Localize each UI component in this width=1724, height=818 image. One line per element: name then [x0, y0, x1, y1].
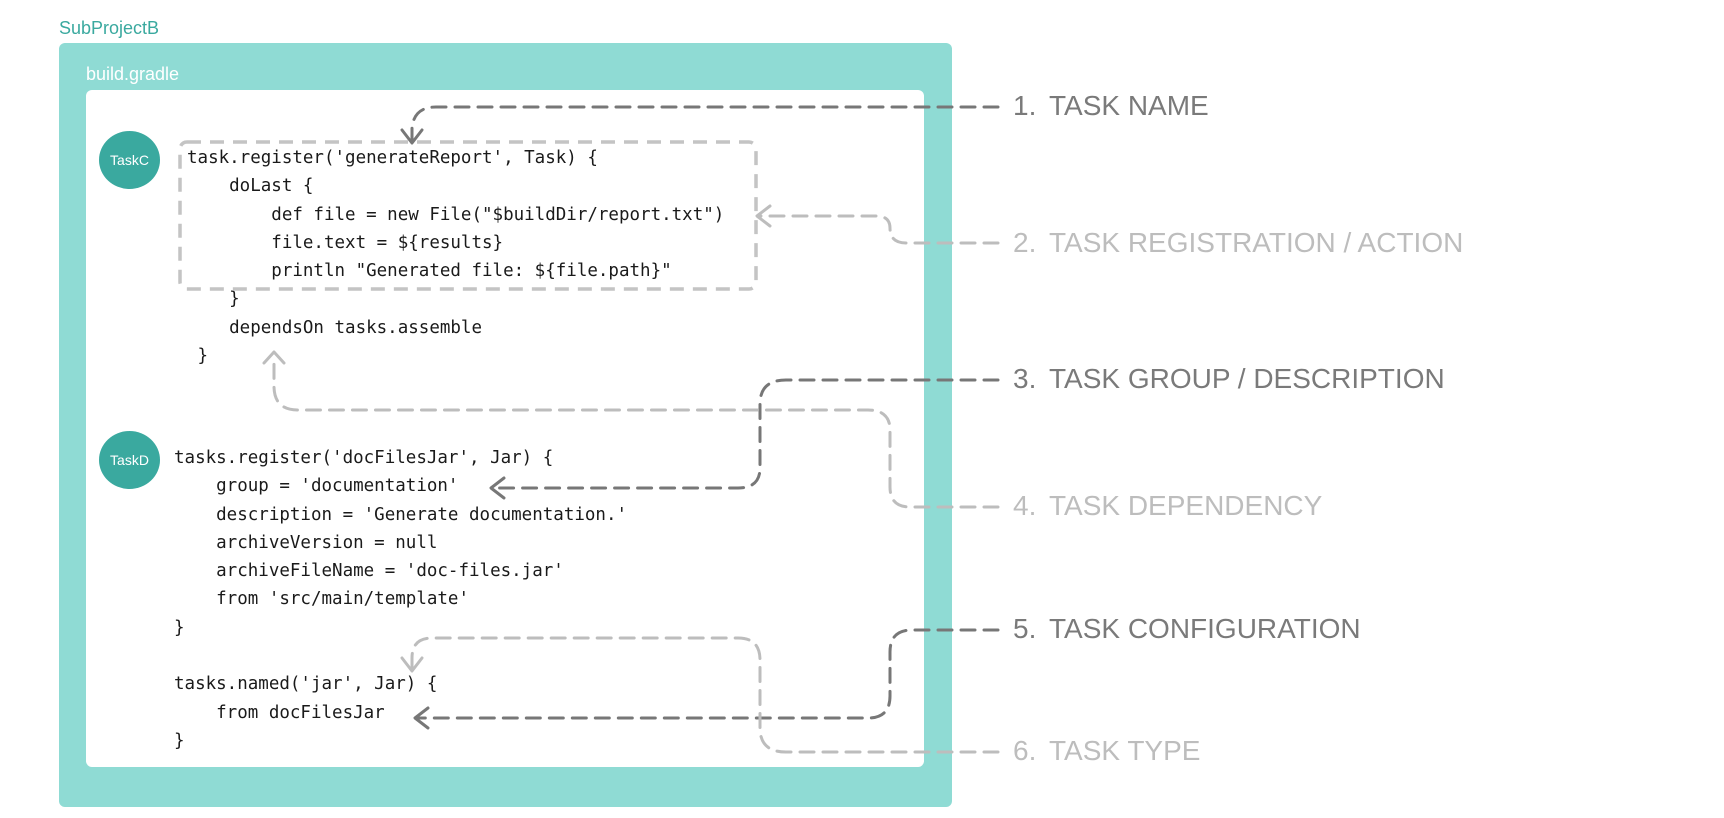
- code-line: task.register('generateReport', Task) {: [187, 148, 598, 168]
- callout-number: 1.: [1013, 90, 1037, 121]
- callout-label: TASK DEPENDENCY: [1049, 490, 1323, 521]
- callout-task-dependency: 4. TASK DEPENDENCY: [1013, 490, 1322, 522]
- code-line: tasks.named('jar', Jar) {: [174, 674, 438, 695]
- callout-label: TASK TYPE: [1049, 735, 1201, 766]
- code-line: from 'src/main/template': [174, 589, 470, 610]
- callout-number: 5.: [1013, 613, 1037, 644]
- code-line: }: [187, 346, 209, 367]
- code-line: dependsOn tasks.assemble: [187, 317, 483, 338]
- callout-task-configuration: 5. TASK CONFIGURATION: [1013, 613, 1361, 645]
- code-line: archiveFileName = 'doc-files.jar': [174, 561, 564, 582]
- callout-number: 3.: [1013, 363, 1037, 394]
- task-badge-c: TaskC: [99, 131, 160, 189]
- code-line: def file = new File("$buildDir/report.tx…: [187, 204, 725, 225]
- callout-task-group: 3. TASK GROUP / DESCRIPTION: [1013, 363, 1445, 395]
- code-block-taskd: tasks.register('docFilesJar', Jar) { gro…: [174, 444, 627, 755]
- code-line: }: [187, 289, 240, 310]
- callout-label: TASK REGISTRATION / ACTION: [1049, 227, 1464, 258]
- code-line: println "Generated file: ${file.path}": [187, 261, 672, 282]
- code-line: tasks.register('docFilesJar', Jar) {: [174, 448, 554, 468]
- code-line: doLast {: [187, 176, 314, 197]
- callout-task-name: 1. TASK NAME: [1013, 90, 1209, 122]
- code-line: [174, 642, 627, 670]
- callout-task-registration: 2. TASK REGISTRATION / ACTION: [1013, 227, 1463, 259]
- code-line: }: [174, 617, 185, 638]
- callout-label: TASK CONFIGURATION: [1049, 613, 1361, 644]
- callout-number: 6.: [1013, 735, 1037, 766]
- project-title: SubProjectB: [59, 18, 160, 38]
- callout-number: 4.: [1013, 490, 1037, 521]
- code-line: }: [174, 730, 185, 751]
- code-block-taskc: task.register('generateReport', Task) { …: [187, 144, 724, 370]
- code-line: from docFilesJar: [174, 702, 385, 723]
- code-line: description = 'Generate documentation.': [174, 504, 628, 525]
- callout-label: TASK GROUP / DESCRIPTION: [1049, 363, 1445, 394]
- callout-number: 2.: [1013, 227, 1037, 258]
- callout-task-type: 6. TASK TYPE: [1013, 735, 1200, 767]
- file-title: build.gradle: [86, 64, 180, 84]
- code-line: group = 'documentation': [174, 476, 459, 497]
- code-line: archiveVersion = null: [174, 532, 438, 553]
- callout-label: TASK NAME: [1049, 90, 1209, 121]
- task-badge-d: TaskD: [99, 431, 160, 489]
- code-line: file.text = ${results}: [187, 232, 504, 253]
